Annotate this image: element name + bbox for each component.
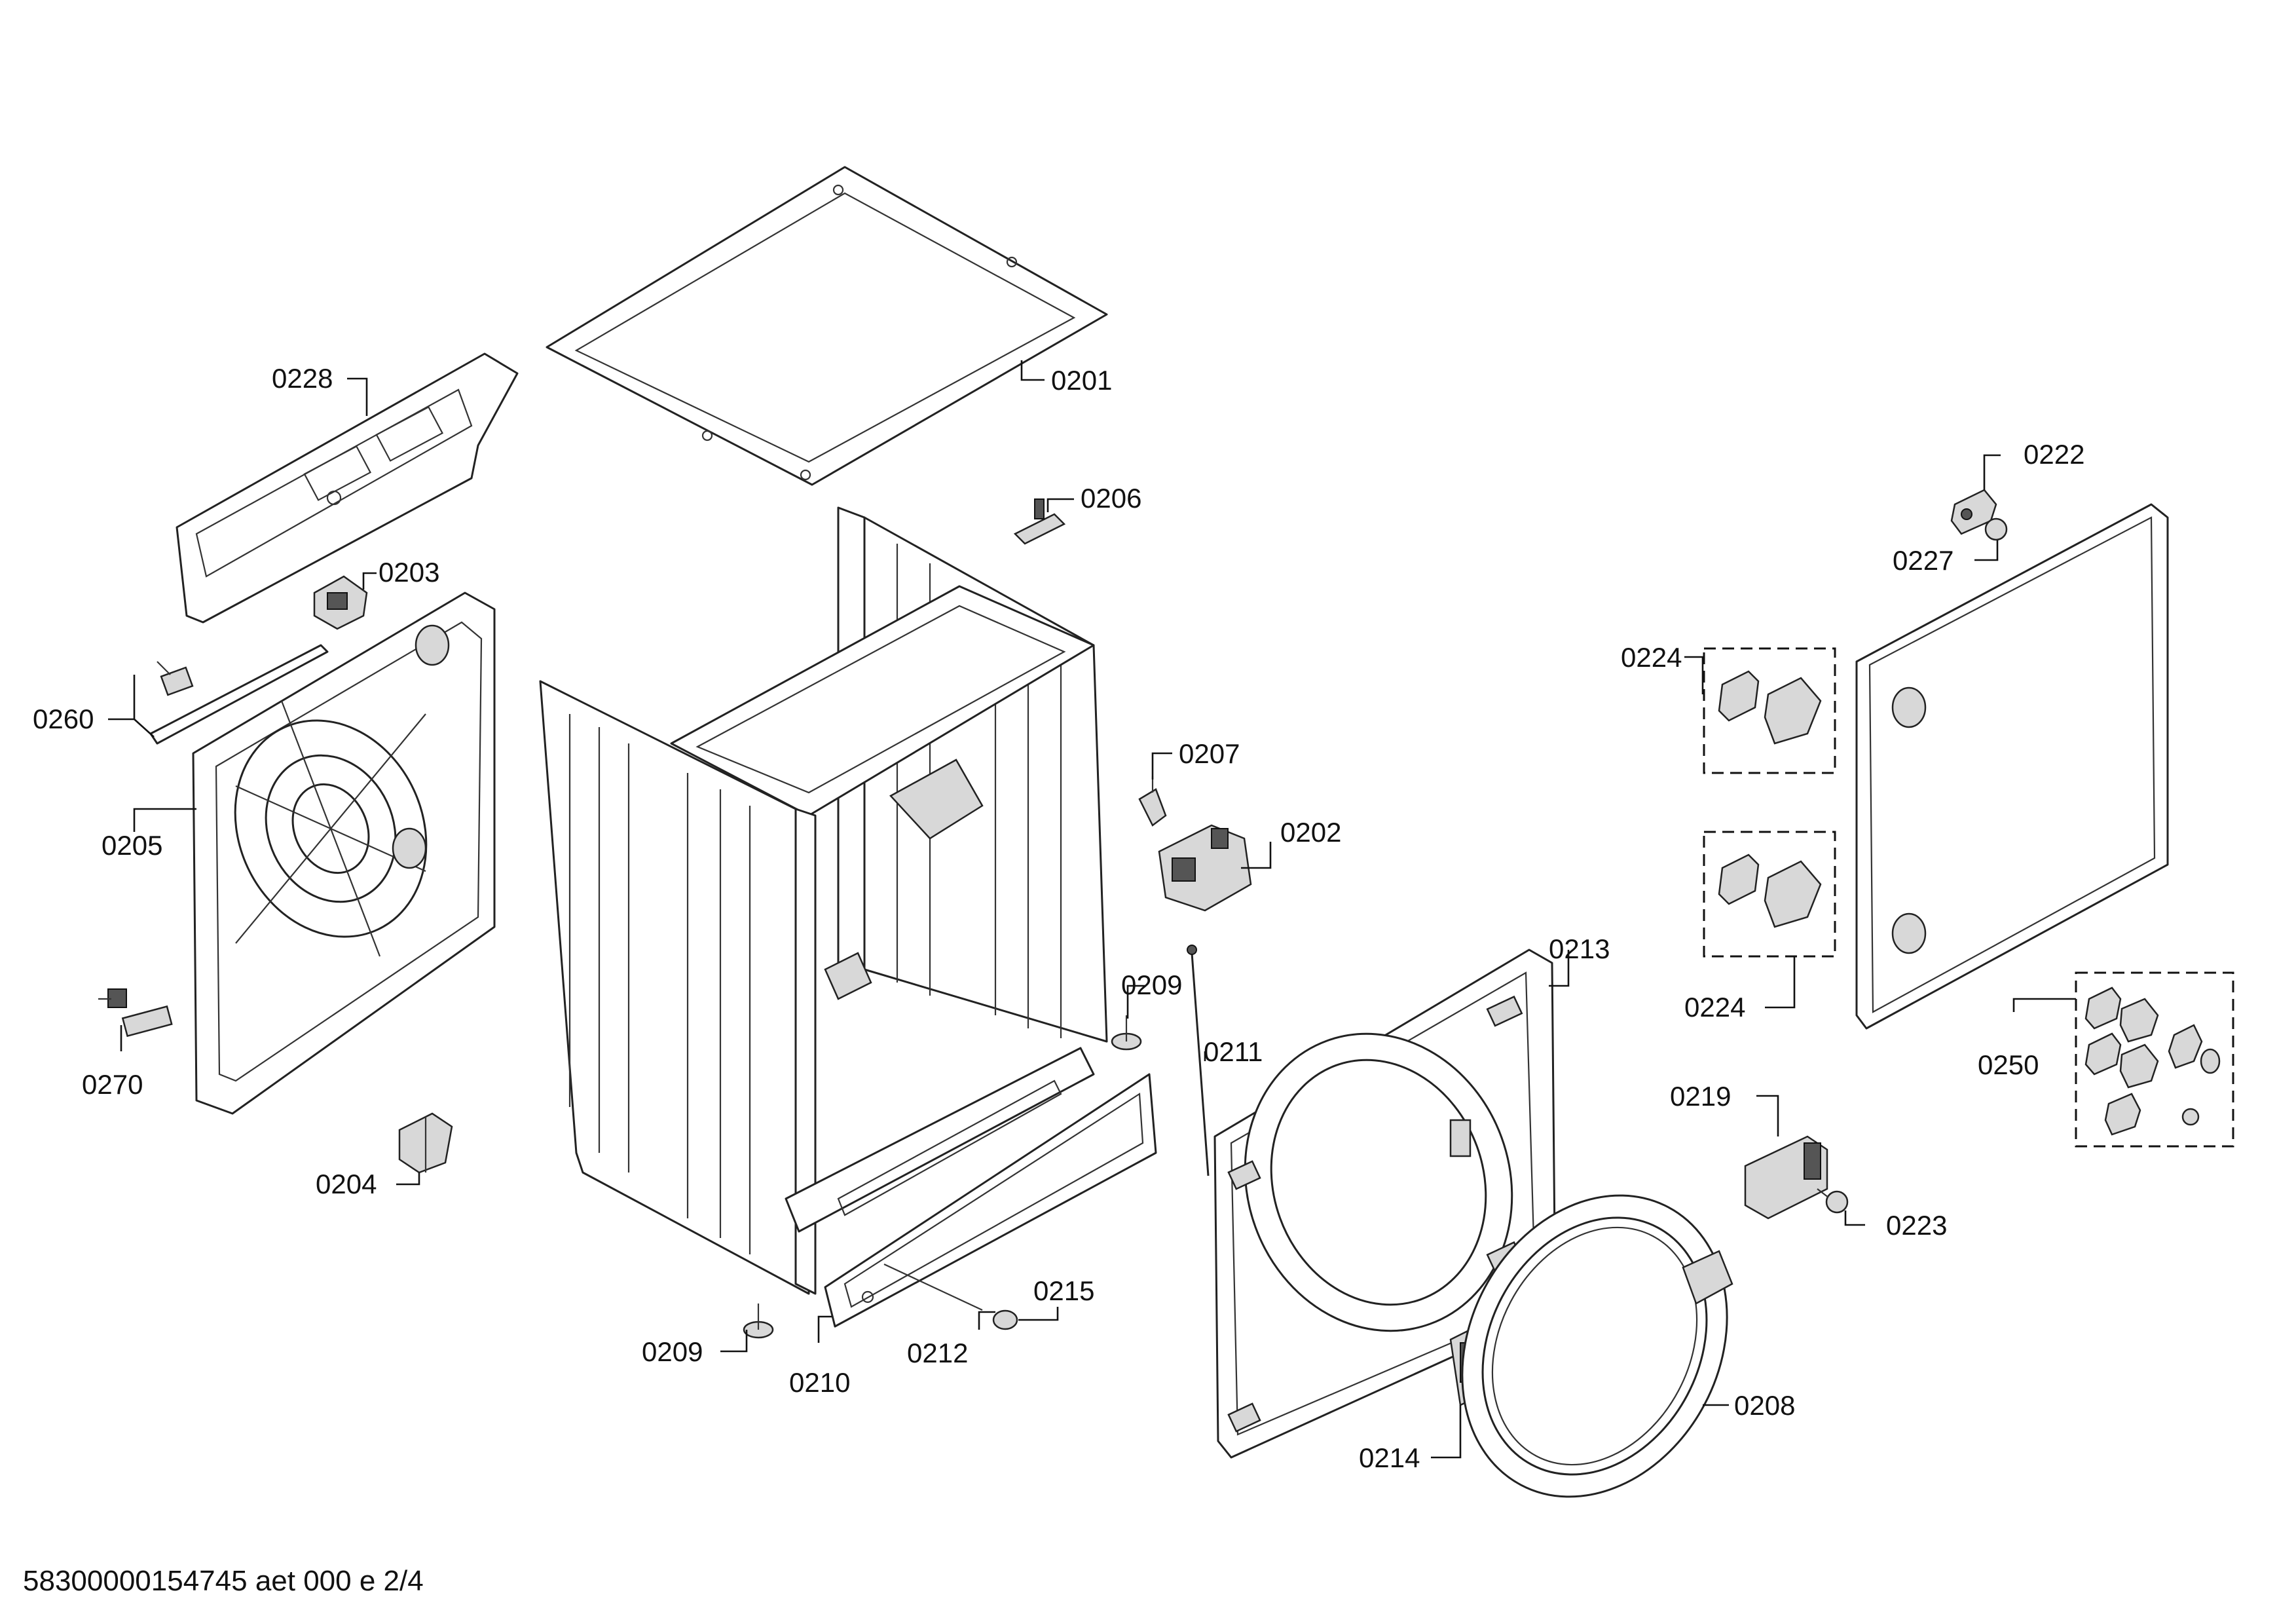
label-0227: 0227: [1893, 545, 1953, 576]
part-0207-component: [1138, 776, 1167, 827]
label-0209-a: 0209: [1121, 969, 1182, 1000]
label-0270: 0270: [82, 1069, 143, 1100]
label-0202: 0202: [1280, 817, 1341, 848]
part-0205-rear-panel: [192, 591, 496, 1115]
part-0228-rear-bracket: [176, 352, 519, 624]
leader-lines: [108, 360, 2076, 1459]
part-labels: 0201 0202 0203 0204 0205 0206 0207 0208 …: [33, 363, 2084, 1473]
label-0206: 0206: [1081, 483, 1141, 514]
part-0201-top-cover: [546, 166, 1108, 486]
label-0223: 0223: [1886, 1210, 1947, 1241]
label-0212: 0212: [907, 1338, 968, 1368]
label-0213: 0213: [1549, 933, 1610, 964]
part-0224-kit-a: [1703, 647, 1836, 774]
part-0250-kit: [2075, 971, 2234, 1148]
label-0207: 0207: [1179, 738, 1240, 769]
label-0228: 0228: [272, 363, 333, 394]
label-0250: 0250: [1978, 1049, 2039, 1080]
part-0204-component: [398, 1112, 453, 1174]
part-0224-kit-b: [1703, 831, 1836, 958]
label-0210: 0210: [789, 1367, 850, 1398]
label-0224-a: 0224: [1621, 642, 1682, 673]
label-0224-b: 0224: [1684, 992, 1745, 1023]
part-door-pane: [1855, 503, 2169, 1030]
label-0204: 0204: [316, 1169, 377, 1199]
label-0215: 0215: [1033, 1275, 1094, 1306]
label-0211: 0211: [1204, 1036, 1263, 1067]
label-0214: 0214: [1359, 1442, 1420, 1473]
part-0212-screw: [883, 1264, 1018, 1330]
part-0270-connector: [98, 988, 173, 1038]
part-0203-component: [313, 575, 368, 630]
label-0219: 0219: [1670, 1081, 1731, 1112]
part-0223-knob: [1817, 1188, 1849, 1214]
drawing-code: 58300000154745 aet 000 e 2/4: [23, 1565, 424, 1597]
part-0227-knob: [1984, 517, 2008, 541]
part-cabinet-frame: [539, 506, 1108, 1295]
part-0219-handle: [1744, 1135, 1828, 1220]
part-0202-door-lock: [1158, 824, 1252, 912]
label-0222: 0222: [2024, 439, 2084, 470]
part-0206-clip: [1013, 498, 1066, 545]
part-0209-foot-a: [1111, 1015, 1142, 1051]
part-0222-component: [1950, 489, 1997, 535]
label-0205: 0205: [102, 830, 162, 861]
part-0213-front-panel: [1213, 948, 1557, 1459]
part-0260-rod: [149, 644, 329, 745]
part-0210-kick-plate: [824, 1073, 1157, 1328]
part-0211-rod: [1187, 945, 1210, 1176]
label-0260: 0260: [33, 704, 94, 734]
label-0203: 0203: [379, 557, 439, 588]
label-0208: 0208: [1734, 1390, 1795, 1421]
part-0209-foot-b: [743, 1304, 774, 1339]
part-0208-door-ring: [1461, 1194, 1733, 1498]
label-0209-b: 0209: [642, 1336, 703, 1367]
label-0201: 0201: [1051, 365, 1112, 396]
